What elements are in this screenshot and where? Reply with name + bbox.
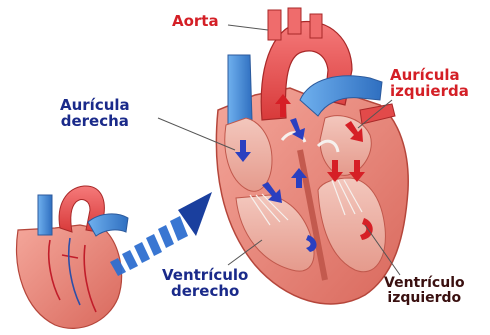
label-auricula-izquierda: Aurícula izquierda [390, 68, 469, 100]
label-ventriculo-izquierdo-line1: Ventrículo [384, 276, 465, 291]
zoom-arrow [110, 192, 212, 276]
label-ventriculo-derecho: Ventrículo derecho [162, 268, 248, 300]
label-auricula-derecha-line2: derecha [60, 114, 130, 130]
label-auricula-izquierda-line2: izquierda [390, 84, 469, 100]
small-heart-illustration [17, 186, 128, 328]
label-ventriculo-izquierdo: Ventrículo izquierdo [384, 276, 465, 305]
label-ventriculo-derecho-line2: derecho [162, 284, 248, 300]
label-ventriculo-izquierdo-line2: izquierdo [384, 291, 465, 306]
label-aorta: Aorta [172, 14, 219, 30]
label-auricula-derecha: Aurícula derecha [60, 98, 130, 130]
heart-cross-section [216, 8, 408, 304]
